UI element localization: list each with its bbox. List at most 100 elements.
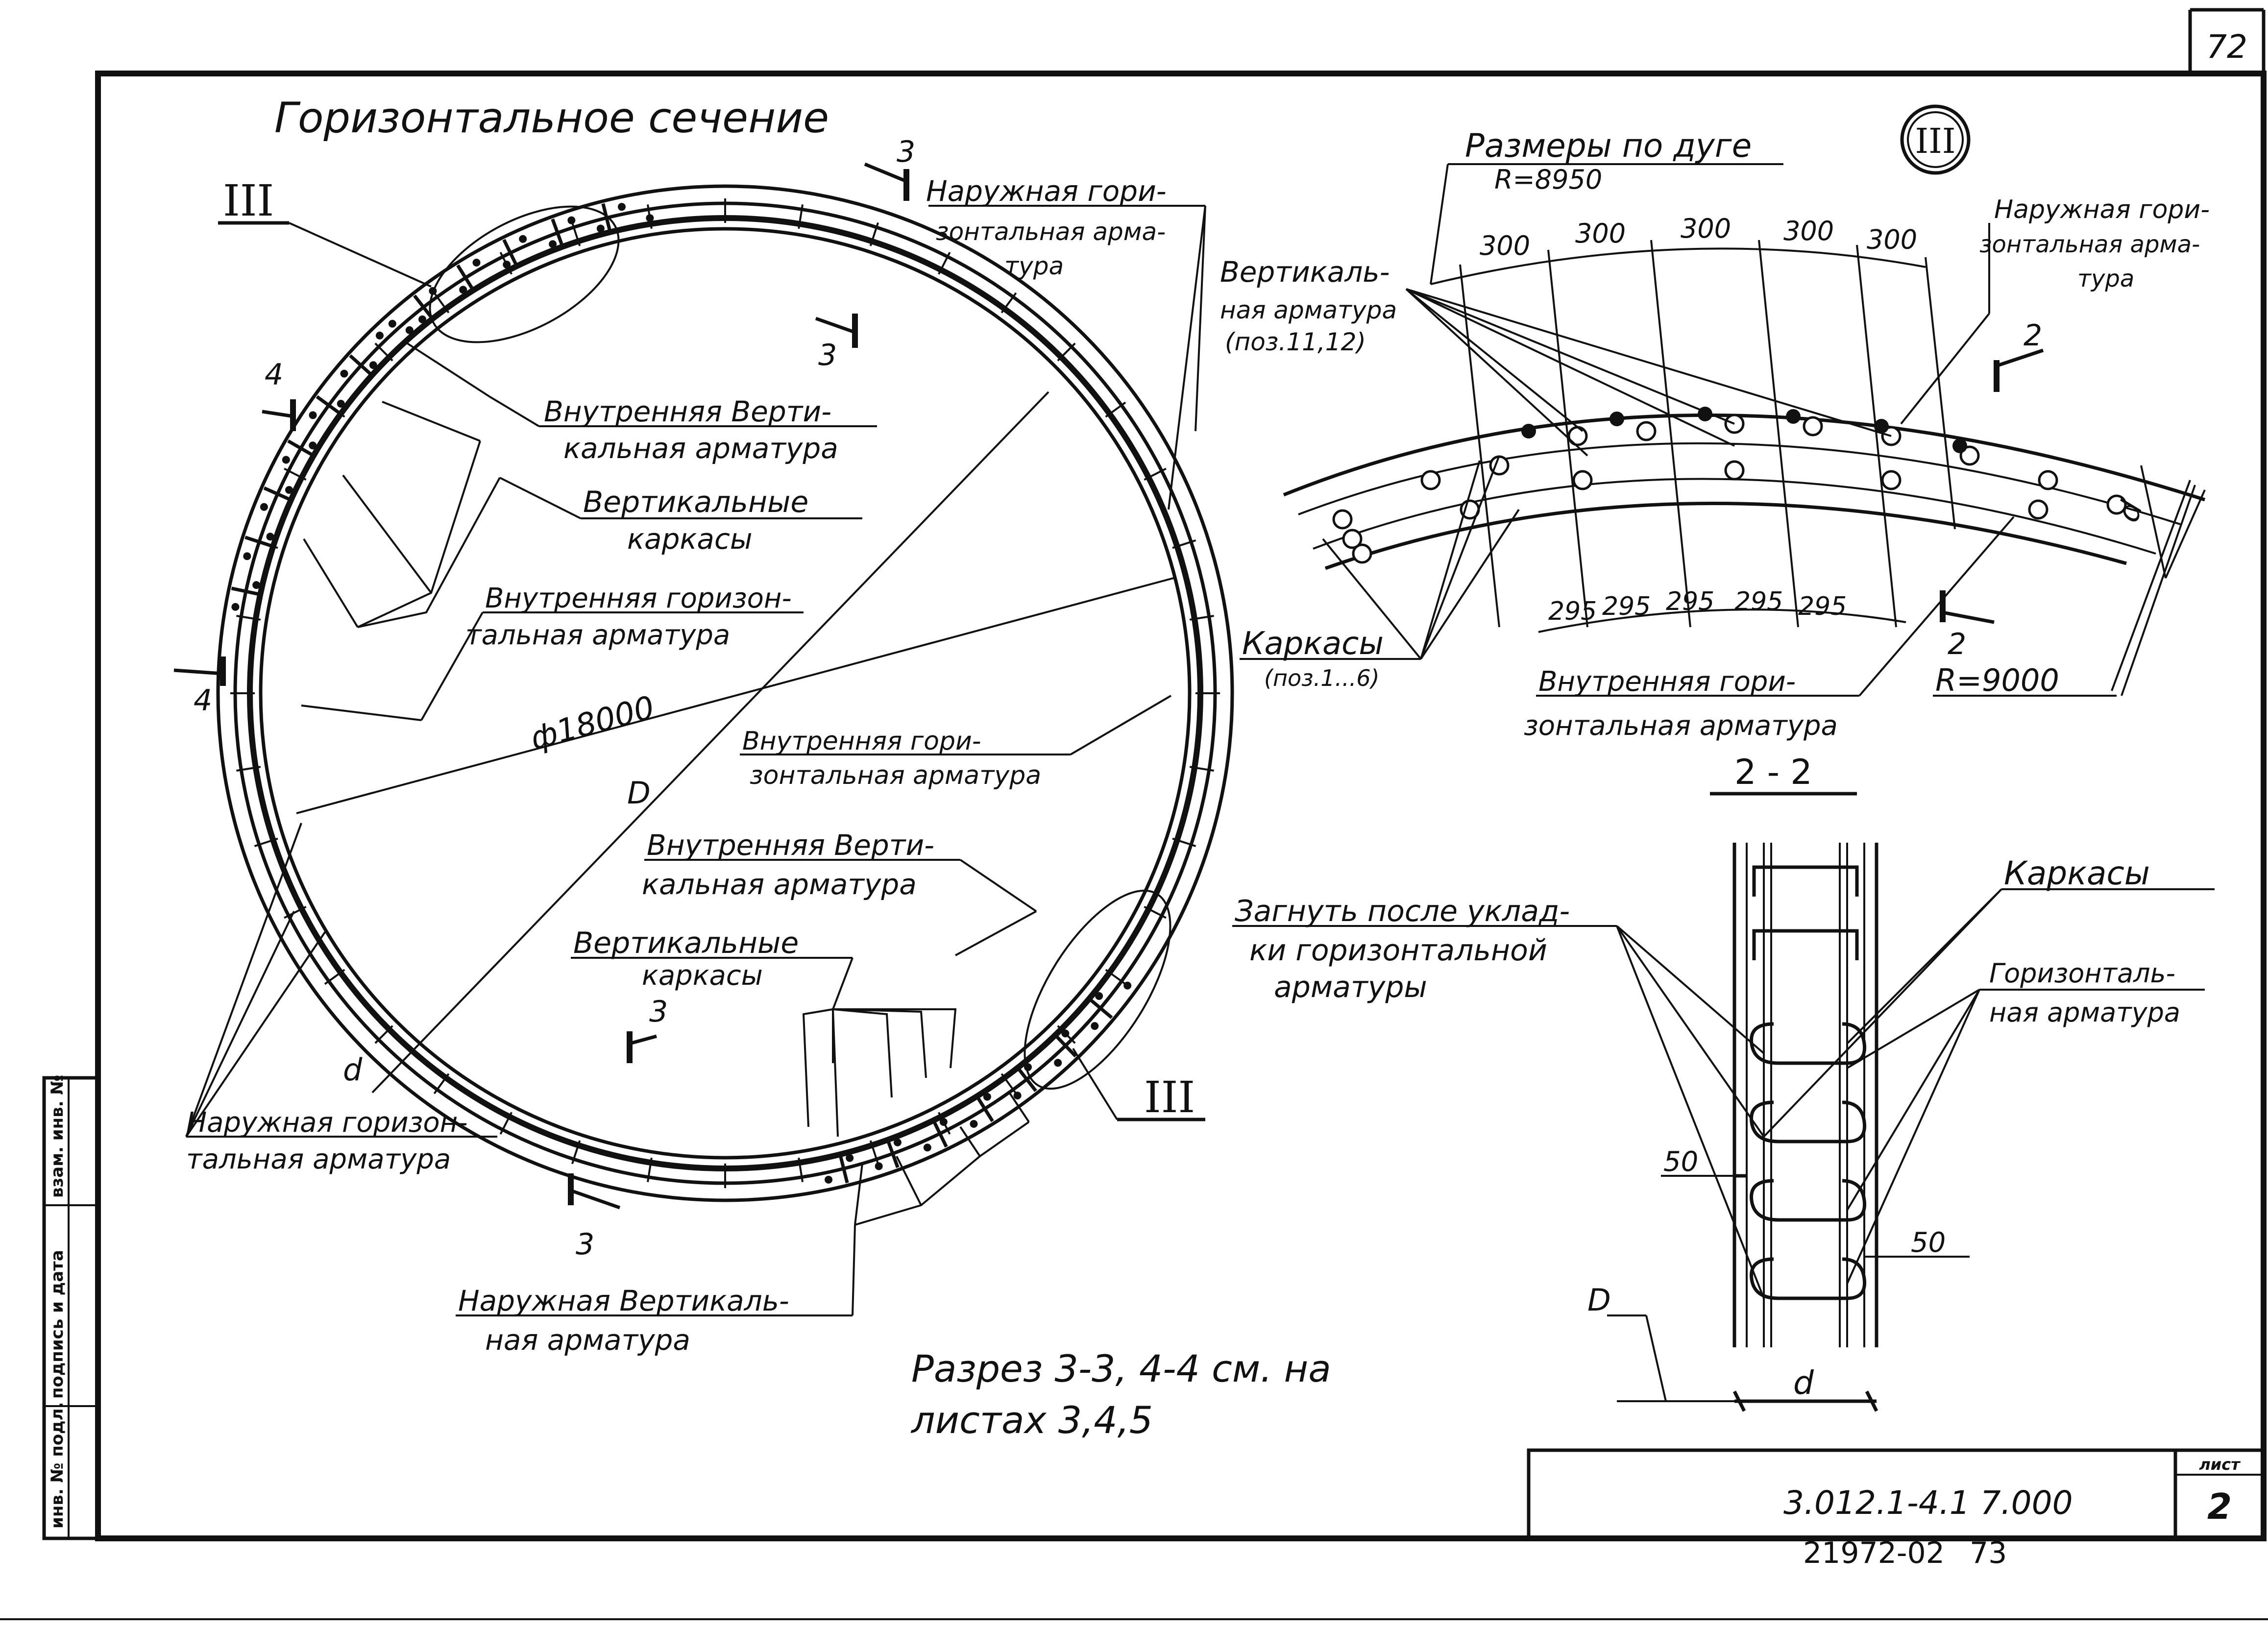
- stamp-inventory-no: инв. № подл.: [48, 1402, 67, 1529]
- d-label: d: [343, 1052, 363, 1088]
- section-title: Горизонтальное сечение: [274, 94, 829, 143]
- wall-inner-bar: [1313, 478, 2156, 555]
- frame-rung: [456, 264, 474, 290]
- rebar-tick: [798, 204, 804, 229]
- rebar-tick: [324, 969, 345, 985]
- rebar-dot: [375, 331, 384, 340]
- callout-inner-vertical-bottom: Внутренняя Верти- кальная арматура: [642, 828, 1037, 956]
- svg-text:тура: тура: [1004, 252, 1064, 280]
- rebar-dot: [252, 581, 261, 589]
- frame-rung: [316, 395, 340, 414]
- frames-label: Каркасы: [1763, 854, 2215, 1138]
- stirrups: [1750, 865, 1867, 1300]
- detail-bar-inner: [2028, 499, 2049, 520]
- arc-division-line: [1650, 240, 1691, 628]
- frame-rung: [887, 1142, 900, 1168]
- arc-division-line: [1856, 244, 1897, 628]
- rebar-tick: [284, 467, 307, 481]
- svg-text:4: 4: [194, 683, 212, 718]
- rebar-dot: [282, 456, 290, 464]
- svg-text:тальная арматура: тальная арматура: [465, 619, 730, 651]
- rebar-tick: [254, 837, 278, 848]
- inner-spacing-label: 295: [1734, 587, 1783, 616]
- detail-bar-inner: [1881, 470, 1902, 490]
- side-stamp: инв. № подл. подпись и дата взам. инв. №: [42, 1075, 100, 1540]
- svg-text:тальная арматура: тальная арматура: [186, 1143, 451, 1175]
- svg-text:2: 2: [2024, 318, 2042, 353]
- rebar-tick: [433, 1073, 450, 1095]
- svg-text:Вертикаль-: Вертикаль-: [1220, 255, 1390, 289]
- svg-text:D: D: [1587, 1282, 1611, 1318]
- svg-text:(поз.11,12): (поз.11,12): [1225, 328, 1366, 356]
- svg-text:зонтальная арматура: зонтальная арматура: [750, 761, 1041, 790]
- svg-text:каркасы: каркасы: [642, 960, 763, 992]
- callout-inner-horizontal-left: Внутренняя горизон- тальная арматура: [301, 583, 804, 721]
- callout-vertical-frames-top: Вертикальные каркасы: [303, 401, 862, 628]
- detail-callout-vertical: Вертикаль- ная арматура (поз.11,12): [1220, 255, 1892, 457]
- detail-bar-vertical: [1786, 409, 1801, 424]
- detail-bar-vertical: [1874, 419, 1889, 434]
- detail-section-mark-2-bottom: 2: [1940, 590, 1995, 661]
- svg-text:Разрез 3-3, 4-4 см. на: Разрез 3-3, 4-4 см. на: [911, 1347, 1331, 1390]
- rebar-dots: [231, 203, 1132, 1184]
- wall-inner-face: [1324, 502, 2127, 570]
- frame-rung: [1055, 1035, 1077, 1058]
- rebar-dot: [567, 216, 576, 224]
- frame-rung: [244, 535, 271, 548]
- section-mark-4-top: 4: [262, 358, 296, 431]
- detail-bar-vertical: [1610, 412, 1624, 426]
- rebar-dot: [1095, 992, 1103, 1000]
- rebar-tick: [1000, 292, 1017, 314]
- rebar-tick: [1105, 969, 1126, 985]
- rebar-dot: [337, 400, 345, 408]
- stamp-signature-date: подпись и дата: [48, 1250, 67, 1399]
- rebar-dot: [309, 411, 317, 419]
- detail-callout-inner-horizontal: Внутренняя гори- зонтальная арматура: [1524, 516, 2015, 742]
- callout-vertical-frames-bottom: Вертикальные каркасы: [571, 926, 957, 1137]
- title-block: лист 2 3.012.1-4.1 7.000 21972-02 73: [1527, 1448, 2266, 1570]
- detail-bar-outer: [2106, 494, 2127, 515]
- node-iii-marker-top: III: [218, 175, 432, 288]
- document-code: 3.012.1-4.1 7.000: [1783, 1484, 2073, 1522]
- svg-text:Вертикальные: Вертикальные: [583, 485, 808, 519]
- svg-text:III: III: [223, 175, 274, 226]
- svg-text:R=9000: R=9000: [1935, 662, 2059, 698]
- cover-dimension-right: 50: [1864, 1227, 1970, 1259]
- tank-plan: ф18000 D d: [216, 184, 1234, 1202]
- svg-text:(поз.1...6): (поз.1...6): [1264, 665, 1380, 691]
- rebar-dot: [1091, 1022, 1099, 1030]
- frame-rung: [933, 1121, 948, 1148]
- rebar-dot: [260, 503, 268, 511]
- svg-text:III: III: [1915, 121, 1956, 161]
- detail-thickness: d: [2109, 465, 2206, 696]
- svg-text:ная арматура: ная арматура: [1220, 296, 1397, 324]
- svg-text:зонтальная арма-: зонтальная арма-: [936, 218, 1166, 246]
- svg-text:Горизонталь-: Горизонталь-: [1989, 958, 2175, 989]
- frame-rung: [413, 294, 433, 318]
- svg-text:3: 3: [576, 1227, 594, 1262]
- node-iii-zone-top: [429, 205, 620, 343]
- callout-outer-vertical-bottom: Наружная Вертикаль- ная арматура: [456, 1092, 1030, 1357]
- svg-text:арматуры: арматуры: [1274, 970, 1427, 1004]
- rebar-tick: [374, 1025, 393, 1044]
- rebar-dot: [893, 1138, 902, 1146]
- rebar-tick: [1172, 539, 1196, 549]
- arc-division-line: [1925, 257, 1956, 530]
- svg-text:4: 4: [265, 358, 283, 392]
- archive-page: 73: [1970, 1536, 2007, 1570]
- svg-text:d: d: [1793, 1364, 1814, 1402]
- section-mark-3-top: 3: [864, 135, 915, 201]
- rebar-tick: [798, 1157, 804, 1182]
- page-number: 72: [2206, 28, 2247, 66]
- stamp-replacement-no: взам. инв. №: [48, 1075, 67, 1198]
- sheet-number: 2: [2207, 1486, 2232, 1527]
- node-iii-marker-bottom: III: [1072, 1047, 1205, 1122]
- rebar-tick: [236, 615, 261, 621]
- svg-text:тура: тура: [2077, 265, 2134, 292]
- svg-text:3: 3: [897, 135, 915, 169]
- rebar-tick: [433, 292, 450, 314]
- section-mark-3-bottom: 3: [568, 1173, 621, 1262]
- D-label: D: [627, 775, 651, 811]
- rebar-tick: [869, 222, 879, 246]
- svg-text:ная арматура: ная арматура: [1989, 997, 2180, 1028]
